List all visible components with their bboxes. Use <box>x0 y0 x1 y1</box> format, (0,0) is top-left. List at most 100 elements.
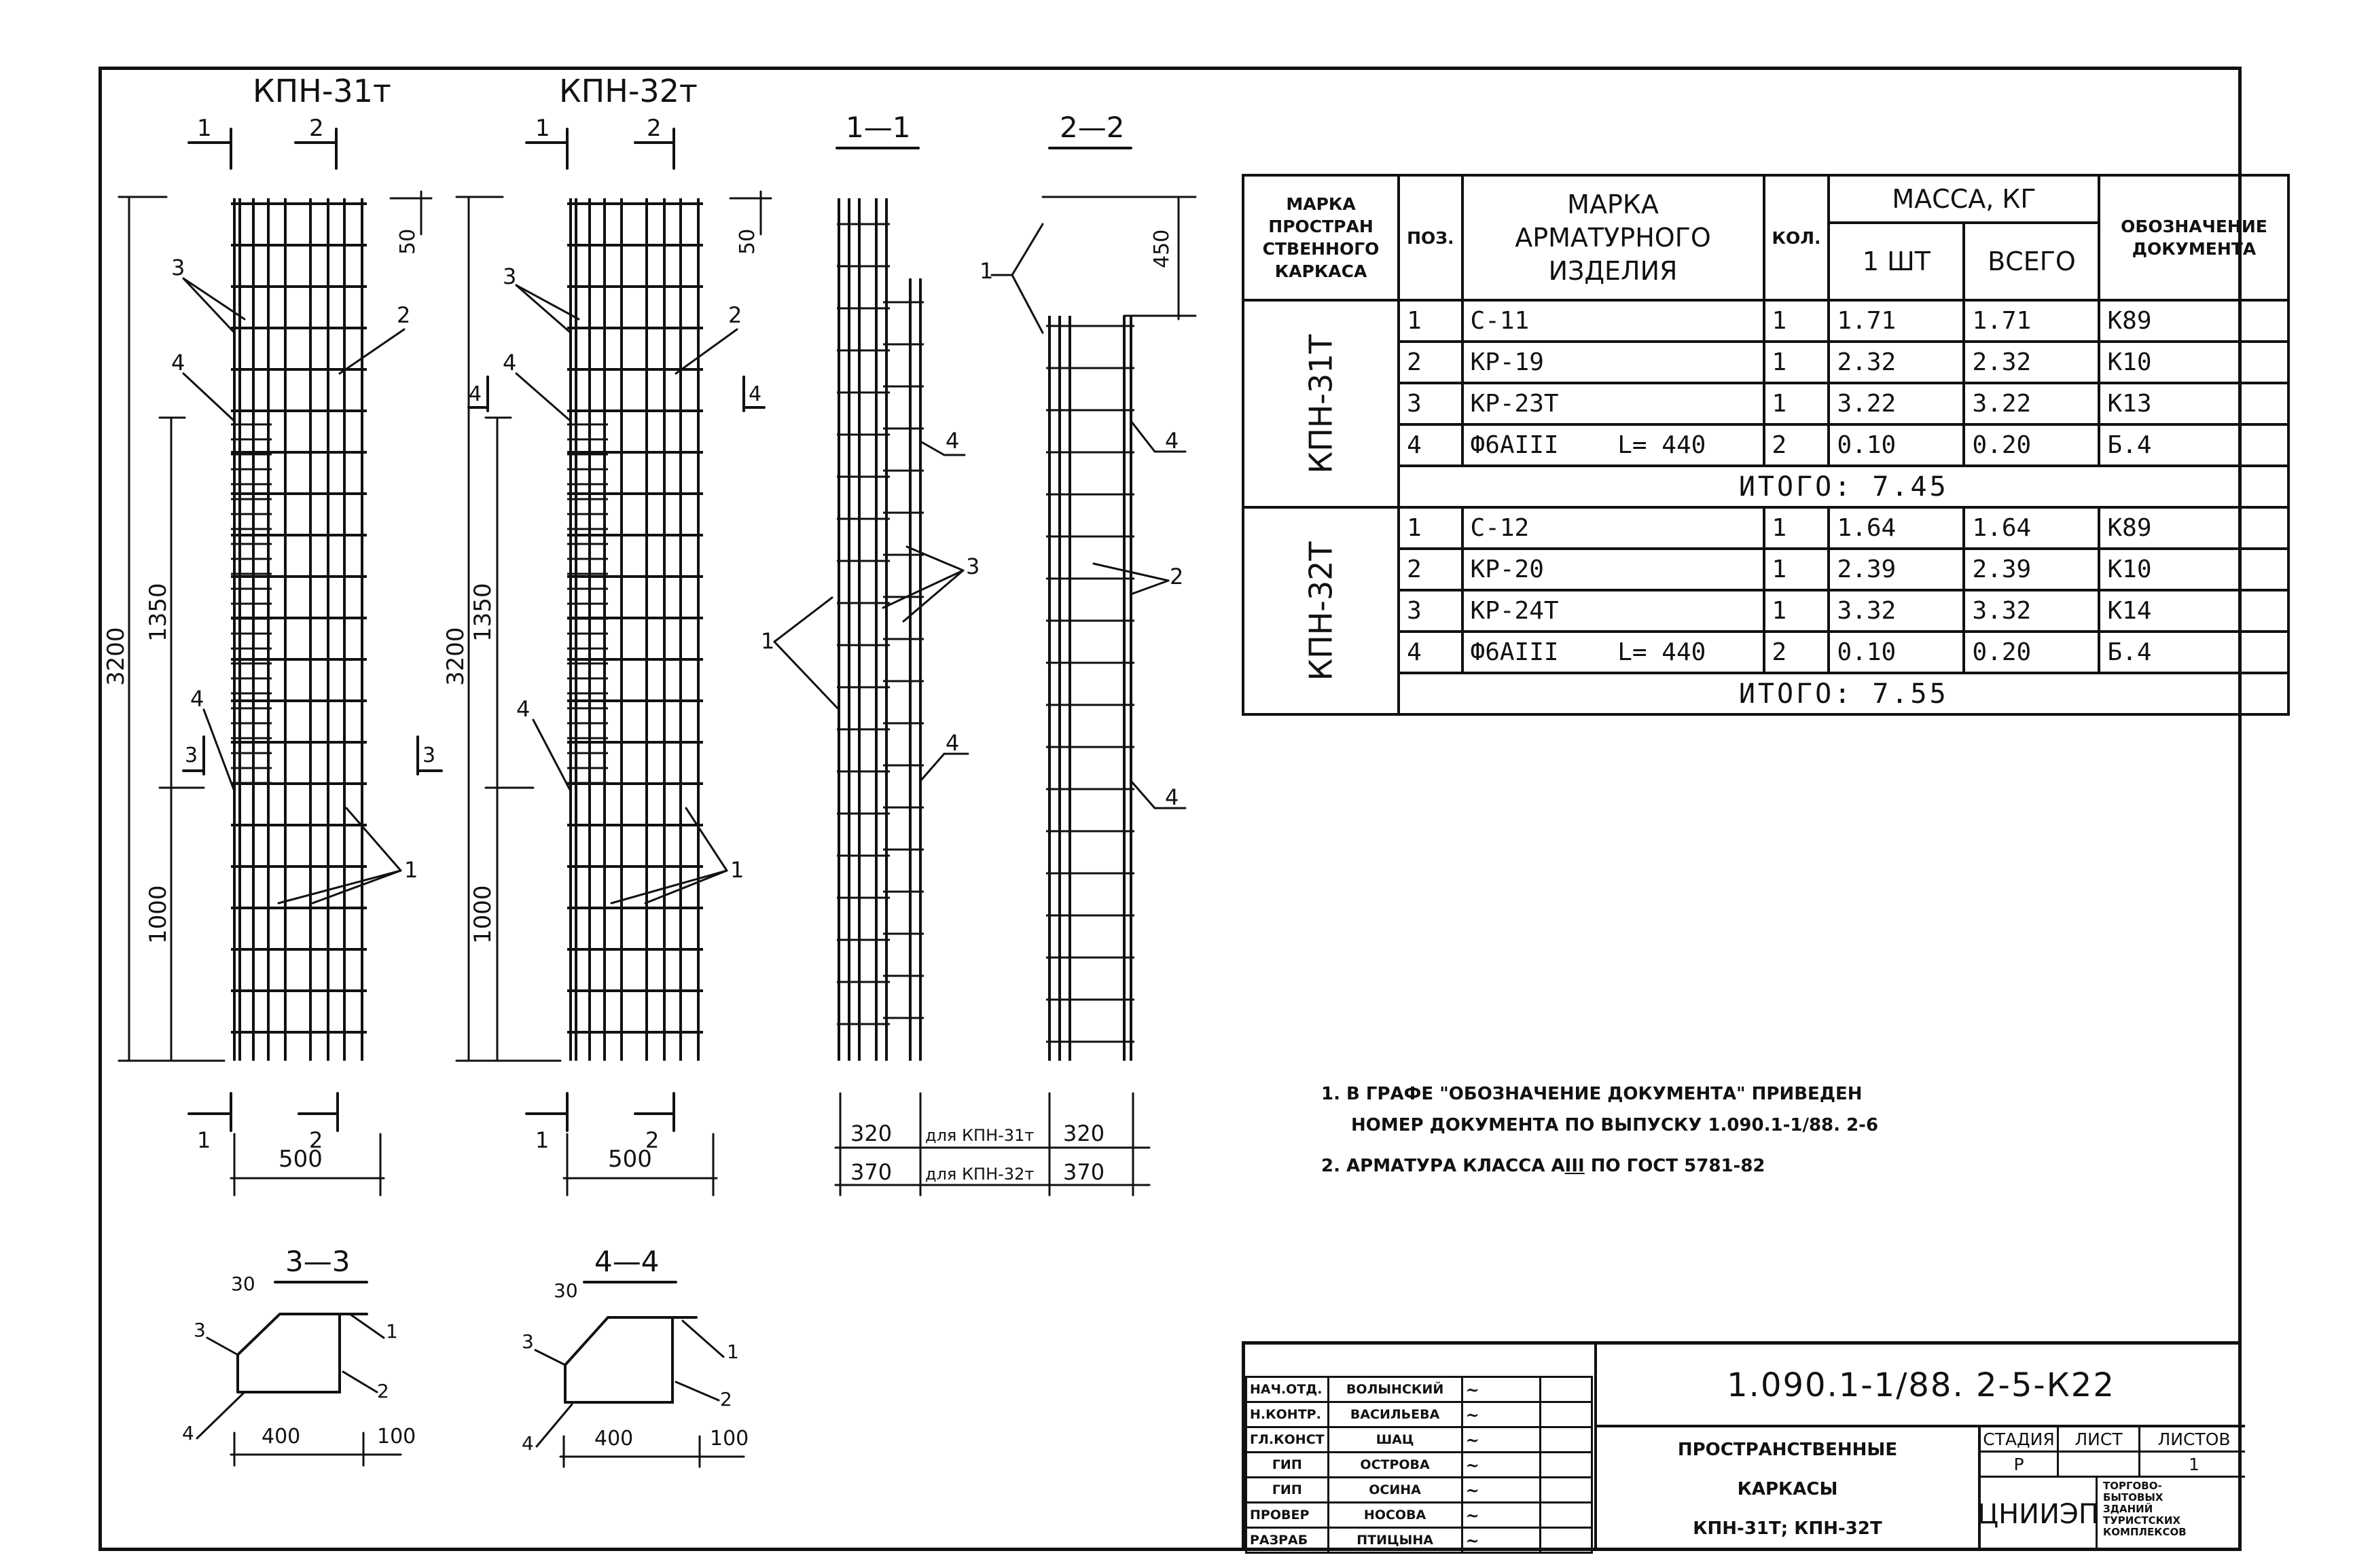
drawing-notes: 1. В ГРАФЕ "ОБОЗНАЧЕНИЕ ДОКУМЕНТА" ПРИВЕ… <box>1321 1078 1878 1182</box>
svg-text:30: 30 <box>231 1273 255 1295</box>
approval-table: НАЧ.ОТД.ВОЛЫНСКИЙ~ Н.КОНТР.ВАСИЛЬЕВА~ ГЛ… <box>1245 1376 1593 1554</box>
svg-text:3: 3 <box>194 1319 206 1341</box>
title-block: НАЧ.ОТД.ВОЛЫНСКИЙ~ Н.КОНТР.ВАСИЛЬЕВА~ ГЛ… <box>1242 1341 2245 1554</box>
svg-text:1: 1 <box>197 115 212 142</box>
section-22-title: 2—2 <box>1060 111 1124 144</box>
svg-text:2: 2 <box>397 302 410 328</box>
organization: ЦНИИЭП <box>1977 1478 2099 1551</box>
svg-text:3: 3 <box>171 255 185 280</box>
kpn31-title: КПН-31т <box>253 73 391 109</box>
svg-text:450: 450 <box>1150 230 1174 268</box>
svg-text:100: 100 <box>377 1425 416 1448</box>
signature: ~ <box>1460 1376 1541 1403</box>
svg-text:4: 4 <box>946 730 959 756</box>
svg-text:1350: 1350 <box>145 583 172 642</box>
header-mass-total: ВСЕГО <box>1962 221 2101 302</box>
header-mass-one: 1 ШТ <box>1827 221 1966 302</box>
svg-text:320: 320 <box>1063 1120 1104 1146</box>
svg-text:500: 500 <box>279 1146 323 1173</box>
signature: ~ <box>1460 1527 1541 1554</box>
plan-section-44: 4—4 30 3 1 2 4 400 100 <box>522 1245 749 1468</box>
kpn32-title: КПН-32т <box>559 73 698 109</box>
svg-text:100: 100 <box>710 1427 749 1451</box>
svg-text:1: 1 <box>197 1127 211 1153</box>
approval-row: Н.КОНТР.ВАСИЛЬЕВА~ <box>1245 1401 1593 1428</box>
svg-text:4: 4 <box>522 1432 534 1455</box>
svg-text:1: 1 <box>727 1341 739 1363</box>
svg-text:2: 2 <box>720 1388 732 1410</box>
svg-text:2: 2 <box>1170 564 1183 589</box>
drawing-frame <box>98 67 2242 1551</box>
svg-text:2: 2 <box>645 1127 659 1153</box>
signature: ~ <box>1460 1451 1541 1478</box>
svg-text:4: 4 <box>516 696 530 722</box>
sheets-label: ЛИСТОВ <box>2157 1429 2231 1449</box>
svg-text:4: 4 <box>946 428 959 454</box>
svg-text:2: 2 <box>728 302 742 328</box>
note-2: 2. АРМАТУРА КЛАССА АIII ПО ГОСТ 5781-82 <box>1321 1156 1765 1176</box>
note-1: 1. В ГРАФЕ "ОБОЗНАЧЕНИЕ ДОКУМЕНТА" ПРИВЕ… <box>1321 1084 1863 1104</box>
svg-text:3: 3 <box>522 1330 534 1353</box>
svg-text:1: 1 <box>535 1127 549 1153</box>
organization-note: ТОРГОВО- БЫТОВЫХ ЗДАНИЙ ТУРИСТСКИХ КОМПЛ… <box>2103 1480 2187 1538</box>
plan-section-33: 3—3 30 3 1 2 4 400 100 <box>182 1245 416 1467</box>
svg-text:4: 4 <box>171 350 185 376</box>
total-kpn31: ИТОГО: 7.45 <box>1397 464 2291 509</box>
sheets-value: 1 <box>2189 1454 2199 1474</box>
svg-text:4: 4 <box>1165 428 1179 454</box>
svg-text:4: 4 <box>190 686 204 712</box>
signature: ~ <box>1460 1501 1541 1529</box>
document-code: 1.090.1-1/88. 2-5-К22 <box>1594 1345 2245 1426</box>
svg-text:3200: 3200 <box>103 627 130 686</box>
svg-text:3: 3 <box>423 744 435 767</box>
header-pos: ПОЗ. <box>1397 174 1464 302</box>
svg-text:1: 1 <box>535 115 550 142</box>
section-11-title: 1—1 <box>846 111 910 144</box>
svg-text:400: 400 <box>262 1425 300 1448</box>
sheet-value <box>2059 1453 2140 1476</box>
dimensions-kpn32: 3200 1350 1000 50 1 2 500 4 4 <box>442 190 772 1197</box>
svg-text:3: 3 <box>503 263 516 289</box>
svg-text:3—3: 3—3 <box>285 1245 350 1278</box>
svg-text:1: 1 <box>730 857 744 883</box>
svg-text:320: 320 <box>850 1120 892 1146</box>
svg-text:для КПН-32т: для КПН-32т <box>925 1165 1034 1184</box>
signature: ~ <box>1460 1476 1541 1503</box>
svg-text:2: 2 <box>647 115 662 142</box>
svg-text:4—4: 4—4 <box>594 1245 659 1278</box>
cut-markers-top: 1 2 1 2 <box>187 115 675 170</box>
rebar-cages <box>231 198 1134 1061</box>
signature: ~ <box>1460 1401 1541 1428</box>
svg-text:1: 1 <box>761 628 774 654</box>
svg-text:2: 2 <box>309 115 324 142</box>
drawing-title: ПРОСТРАНСТВЕННЫЕ КАРКАСЫ КПН-31Т; КПН-32… <box>1594 1425 1978 1551</box>
section-leaders: 4 3 1 4 1 4 2 4 450 <box>761 196 1197 810</box>
svg-text:2: 2 <box>309 1127 323 1153</box>
stage-value: Р <box>1981 1453 2059 1476</box>
svg-text:3: 3 <box>966 553 980 579</box>
note-1-continued: НОМЕР ДОКУМЕНТА ПО ВЫПУСКУ 1.090.1-1/88.… <box>1351 1115 1879 1135</box>
stage-label: СТАДИЯ <box>1981 1427 2059 1451</box>
approval-row: НАЧ.ОТД.ВОЛЫНСКИЙ~ <box>1245 1376 1593 1403</box>
svg-text:1000: 1000 <box>469 885 497 944</box>
svg-text:1: 1 <box>386 1320 398 1343</box>
svg-text:1: 1 <box>404 857 418 883</box>
position-leaders: 3 2 4 4 1 3 2 4 4 1 <box>171 255 744 905</box>
svg-text:4: 4 <box>503 350 516 376</box>
svg-text:1350: 1350 <box>469 583 497 642</box>
total-row: ИТОГО: 7.55 <box>1243 672 2291 716</box>
svg-text:50: 50 <box>396 229 420 255</box>
